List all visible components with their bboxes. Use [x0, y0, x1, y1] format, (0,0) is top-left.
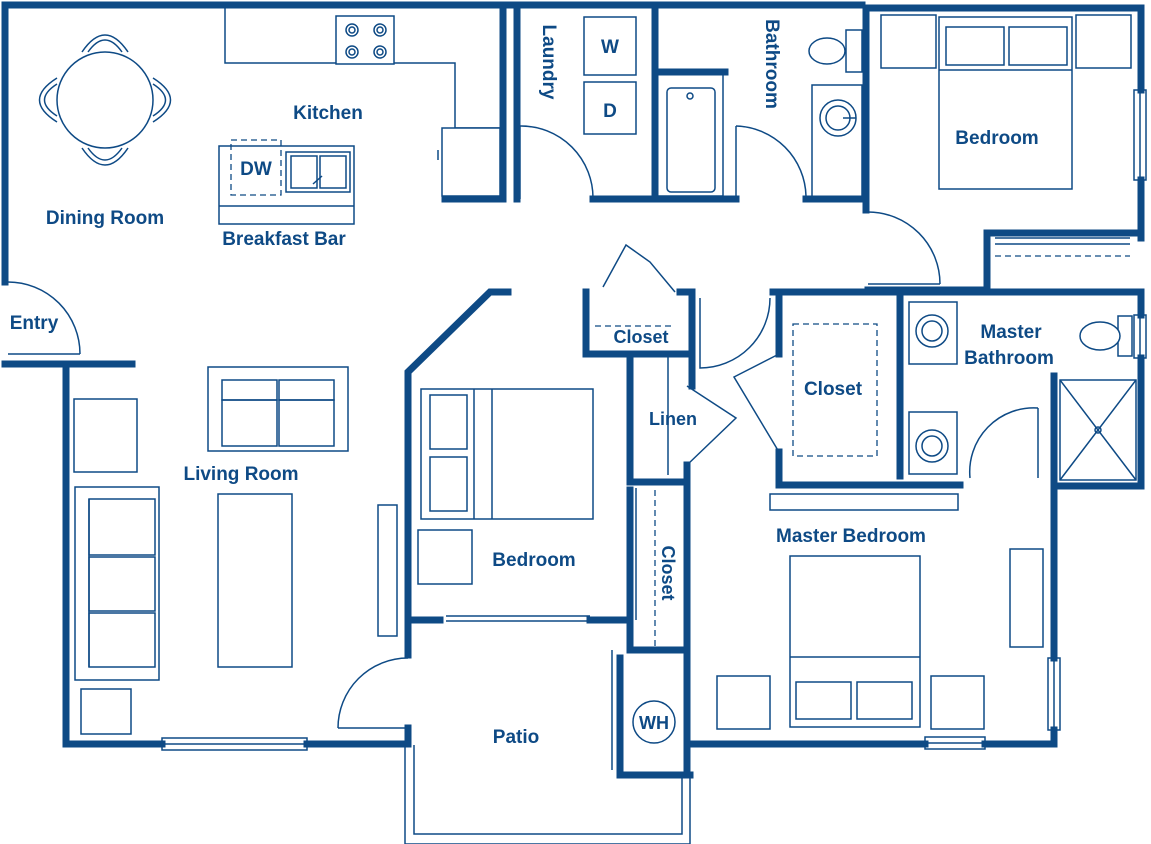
label-bathroom: Bathroom — [761, 19, 782, 109]
bathroom-sink — [811, 84, 863, 198]
label-linen: Linen — [649, 409, 697, 429]
patio-rail — [404, 745, 691, 844]
label-bedroom-top: Bedroom — [955, 128, 1038, 149]
label-patio: Patio — [493, 727, 539, 748]
label-dishwasher: DW — [240, 159, 272, 180]
walls — [1, 1, 1145, 779]
breakfast-bar-island — [218, 139, 355, 225]
dining-table — [38, 34, 172, 166]
label-laundry: Laundry — [538, 25, 559, 100]
label-kitchen: Kitchen — [293, 103, 363, 124]
label-closet-hall: Closet — [613, 327, 668, 347]
label-breakfast-bar: Breakfast Bar — [222, 229, 346, 250]
washer — [583, 16, 637, 76]
label-closet-bedroom: Closet — [658, 545, 678, 600]
doors — [7, 125, 1130, 770]
shower — [1059, 379, 1137, 481]
toilet — [808, 29, 863, 73]
label-living-room: Living Room — [183, 464, 298, 485]
master-bath-sink-top — [908, 301, 958, 365]
label-dryer: D — [603, 101, 617, 122]
master-bath-sink-bottom — [908, 411, 958, 475]
label-master-bedroom: Master Bedroom — [776, 526, 926, 547]
label-dining-room: Dining Room — [46, 208, 164, 229]
label-water-heater: WH — [639, 713, 669, 733]
label-closet-master: Closet — [804, 379, 863, 400]
bathtub — [656, 71, 724, 197]
label-entry: Entry — [10, 313, 59, 334]
dryer — [583, 81, 637, 135]
label-washer: W — [601, 37, 619, 58]
room-labels: Kitchen Laundry Bathroom Bedroom Dining … — [10, 19, 1054, 748]
master-bath-toilet — [1079, 315, 1133, 357]
water-heater — [632, 700, 676, 744]
bedroom-mid-furniture — [417, 388, 594, 585]
master-bedroom-furniture — [716, 493, 1044, 730]
label-master-bathroom-1: Master — [980, 322, 1042, 343]
label-master-bathroom-2: Bathroom — [964, 348, 1054, 369]
windows — [161, 89, 1147, 751]
label-bedroom-mid: Bedroom — [492, 550, 575, 571]
master-closet-rod — [792, 323, 878, 457]
living-room-furniture — [73, 366, 398, 735]
bedroom-top-furniture — [880, 14, 1132, 190]
kitchen-counter — [224, 8, 501, 197]
